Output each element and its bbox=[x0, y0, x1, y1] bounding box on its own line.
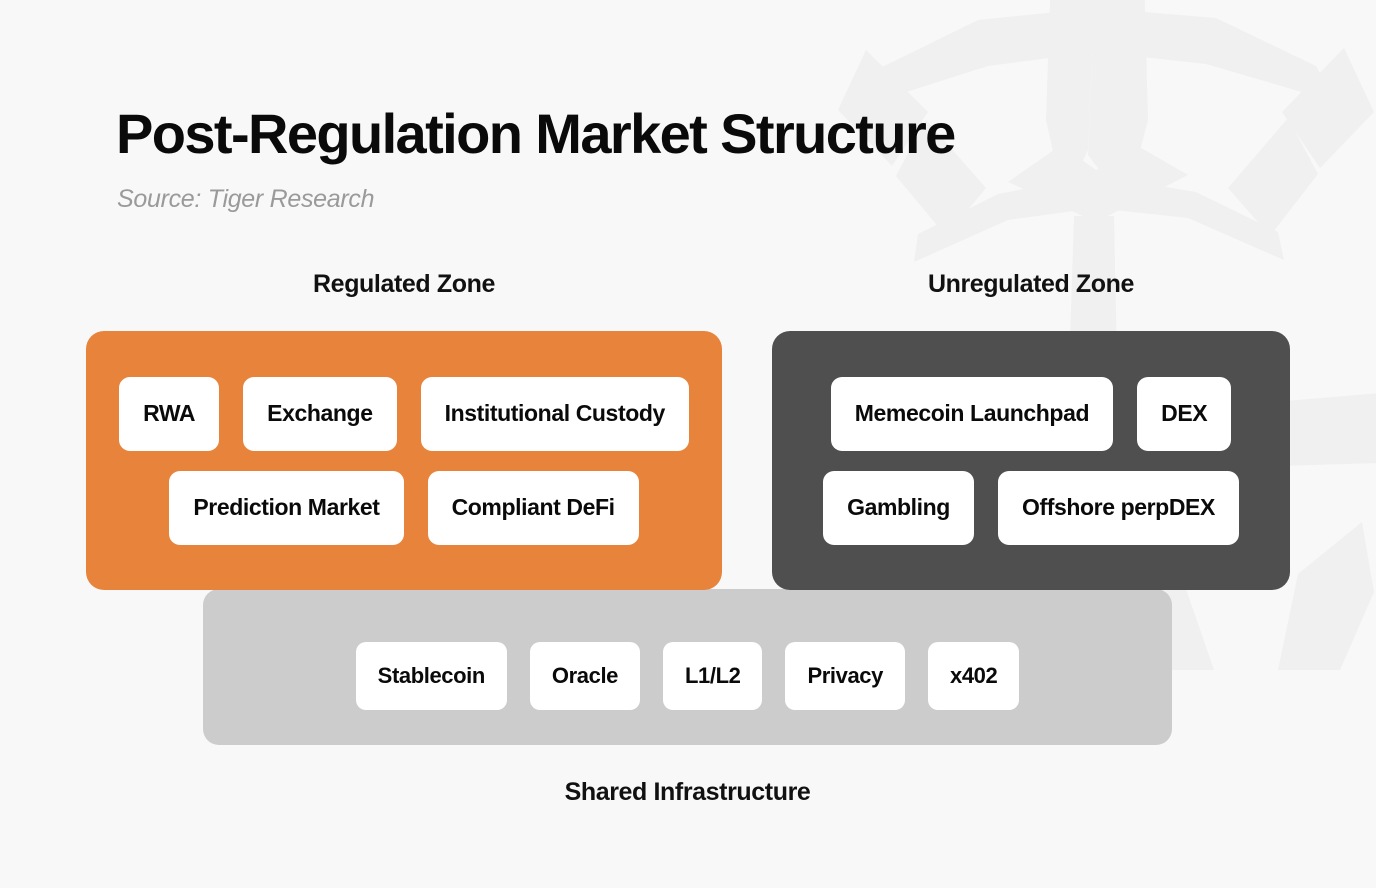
zone-box-unregulated: Memecoin Launchpad DEX Gambling Offshore… bbox=[772, 331, 1290, 590]
shared-infrastructure-label: Shared Infrastructure bbox=[564, 778, 811, 806]
chip-x402[interactable]: x402 bbox=[927, 642, 1020, 710]
zone-regulated-row-2: Prediction Market Compliant DeFi bbox=[169, 470, 639, 545]
chip-l1-l2[interactable]: L1/L2 bbox=[663, 642, 763, 710]
chip-prediction-market[interactable]: Prediction Market bbox=[169, 470, 404, 545]
shared-infrastructure-bar: Stablecoin Oracle L1/L2 Privacy x402 bbox=[203, 589, 1172, 745]
zone-unregulated-row-2: Gambling Offshore perpDEX bbox=[823, 470, 1239, 545]
chip-institutional-custody[interactable]: Institutional Custody bbox=[420, 376, 689, 451]
chip-offshore-perpdex[interactable]: Offshore perpDEX bbox=[997, 470, 1239, 545]
chip-gambling[interactable]: Gambling bbox=[823, 470, 974, 545]
chip-oracle[interactable]: Oracle bbox=[529, 642, 641, 710]
zone-unregulated-row-1: Memecoin Launchpad DEX bbox=[830, 376, 1232, 451]
zone-label-unregulated: Unregulated Zone bbox=[927, 270, 1135, 298]
zone-regulated-row-1: RWA Exchange Institutional Custody bbox=[119, 376, 689, 451]
chip-rwa[interactable]: RWA bbox=[119, 376, 220, 451]
source-caption: Source: Tiger Research bbox=[117, 185, 375, 213]
zone-box-regulated: RWA Exchange Institutional Custody Predi… bbox=[86, 331, 722, 590]
chip-compliant-defi[interactable]: Compliant DeFi bbox=[427, 470, 639, 545]
page-title: Post-Regulation Market Structure bbox=[116, 102, 956, 165]
zone-label-regulated: Regulated Zone bbox=[313, 270, 495, 298]
chip-dex[interactable]: DEX bbox=[1137, 376, 1232, 451]
chip-memecoin-launchpad[interactable]: Memecoin Launchpad bbox=[830, 376, 1114, 451]
chip-stablecoin[interactable]: Stablecoin bbox=[355, 642, 507, 710]
chip-exchange[interactable]: Exchange bbox=[243, 376, 397, 451]
chip-privacy[interactable]: Privacy bbox=[785, 642, 905, 710]
